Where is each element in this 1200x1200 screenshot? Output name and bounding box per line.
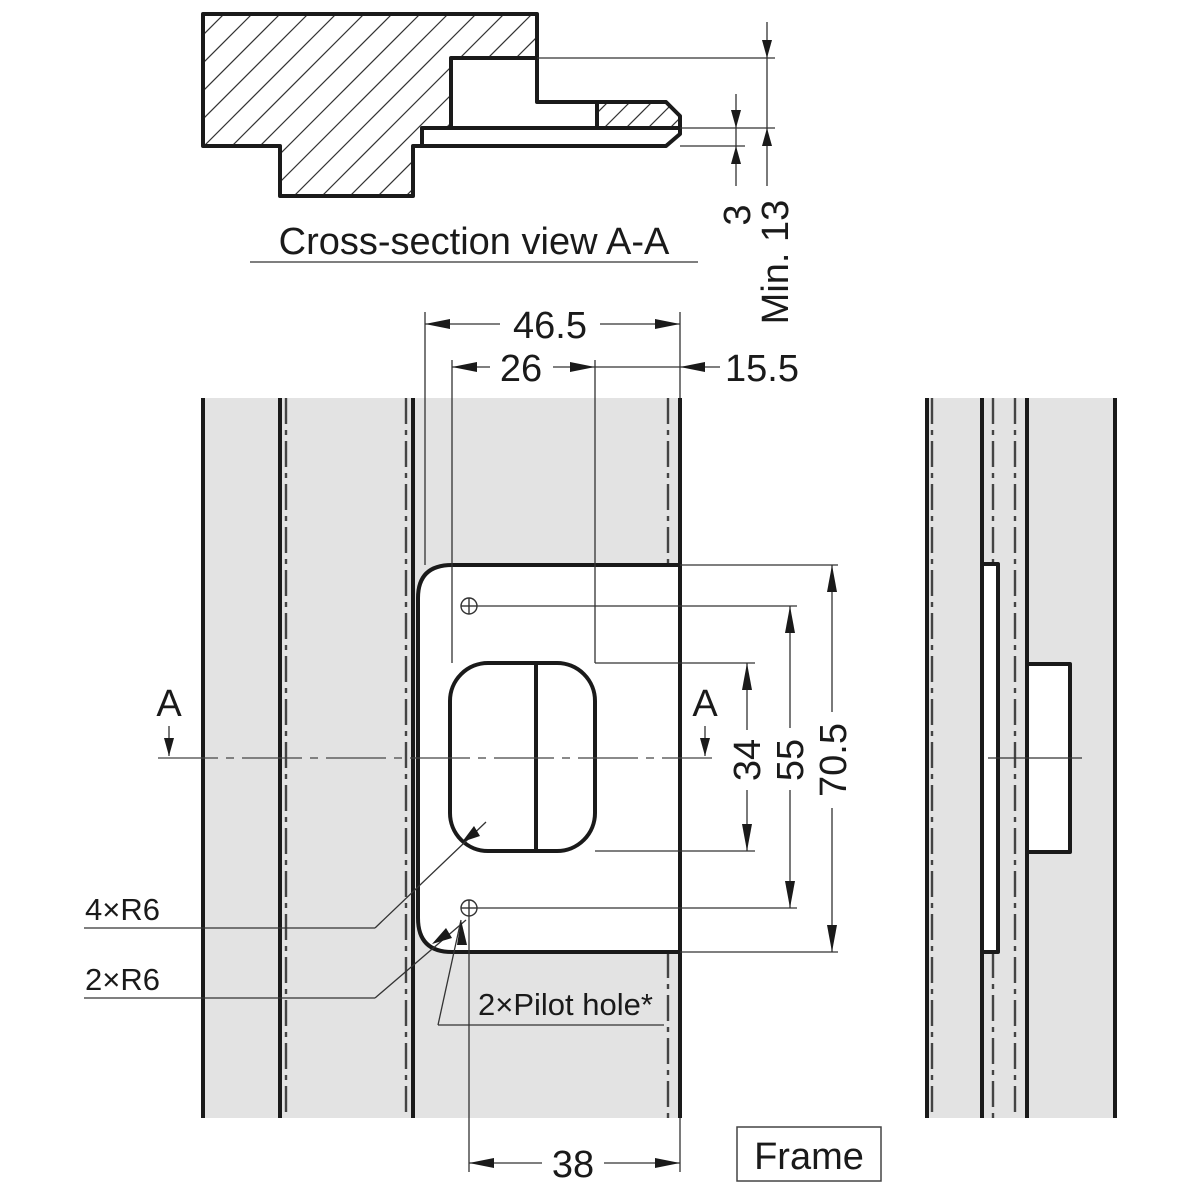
plate-thickness-label: 3 — [717, 204, 759, 225]
arrow-icon — [680, 362, 705, 372]
callout-slot-radius: 4×R6 — [85, 892, 160, 927]
arrow-icon — [570, 362, 595, 372]
hatch-line — [688, 98, 722, 132]
dim-hole-to-edge: 38 — [552, 1144, 594, 1186]
hatch-line — [10, 10, 200, 200]
pilot-hole-top — [460, 597, 478, 615]
callout-pilot-hole: 2×Pilot hole* — [478, 987, 653, 1022]
hatch-line — [401, 14, 537, 196]
hatch-line — [203, 14, 313, 196]
hatch-line — [429, 14, 537, 196]
latch-slot — [448, 661, 597, 853]
side-view — [925, 398, 1117, 1118]
hatch-line — [261, 14, 453, 196]
dim-edge-offset: 15.5 — [725, 348, 799, 390]
arrow-icon — [785, 606, 795, 633]
arrow-down-icon — [164, 738, 174, 756]
arrow-icon — [762, 128, 772, 146]
section-marker-left: A — [156, 683, 182, 725]
dim-plate-height: 70.5 — [813, 723, 855, 797]
frame-section-outline — [201, 12, 682, 198]
arrow-icon — [827, 565, 837, 592]
section-marker-right: A — [692, 683, 718, 725]
pilot-hole-bottom — [460, 899, 478, 917]
hatch-line — [485, 14, 537, 196]
arrow-icon — [731, 146, 741, 164]
hatch-line — [345, 14, 537, 196]
frame-label: Frame — [754, 1136, 864, 1178]
recess-outline — [449, 56, 539, 128]
arrow-icon — [742, 824, 752, 851]
arrow-icon — [469, 1158, 494, 1168]
dim-overall-width: 46.5 — [513, 305, 587, 347]
arrow-icon — [742, 663, 752, 690]
arrow-icon — [432, 928, 452, 944]
arrow-icon — [425, 319, 450, 329]
plate-section-outline — [420, 126, 680, 146]
min-depth-label: Min. 13 — [755, 200, 797, 325]
arrow-icon — [827, 925, 837, 952]
hatch-line — [205, 14, 397, 196]
cross-section-view: 3 Min. 13 Cross-section view A-A — [10, 10, 797, 325]
arrow-icon — [762, 40, 772, 58]
hatch-line — [203, 14, 257, 196]
arrow-icon — [462, 826, 480, 842]
arrow-icon — [785, 881, 795, 908]
dim-hole-spacing: 55 — [770, 739, 812, 781]
arrow-down-icon — [700, 738, 710, 756]
arrow-icon — [452, 362, 477, 372]
dim-slot-offset: 26 — [500, 348, 542, 390]
hatch-line — [233, 14, 425, 196]
arrow-icon — [655, 319, 680, 329]
hatch-line — [457, 14, 537, 196]
hatch-line — [289, 14, 481, 196]
frame-label-box: Frame — [736, 1126, 882, 1182]
hatch-line — [317, 14, 509, 196]
front-view: A A 46.5 26 15.5 — [84, 305, 855, 1186]
section-title: Cross-section view A-A — [279, 221, 670, 263]
arrow-icon — [731, 110, 741, 128]
dim-slot-height: 34 — [727, 739, 769, 781]
hatch-line — [513, 14, 537, 196]
hatch-line — [203, 14, 369, 196]
hatch-line — [203, 14, 285, 196]
hatch-line — [203, 14, 341, 196]
arrow-icon — [457, 920, 467, 945]
callout-plate-radius: 2×R6 — [85, 962, 160, 997]
arrow-icon — [655, 1158, 680, 1168]
hatch-line — [203, 14, 229, 196]
hatch-pattern-frame — [10, 10, 537, 200]
